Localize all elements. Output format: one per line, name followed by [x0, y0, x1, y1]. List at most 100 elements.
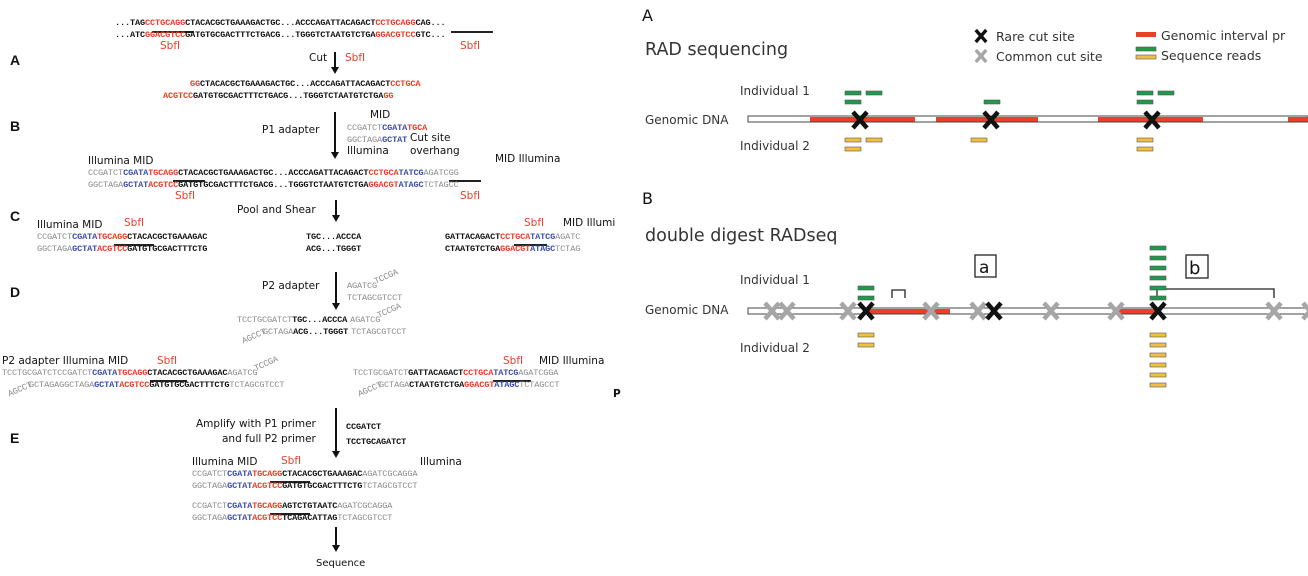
sequence-read: [865, 90, 883, 96]
common-cut-site-icon: [974, 48, 988, 64]
p1-adapter-bottom-strand: GGCTAGAGCTAT: [347, 135, 408, 145]
illumina-label: Illumina: [420, 456, 462, 468]
rad-vs-ddrad-diagram: A RAD sequencing Rare cut site Common cu…: [642, 6, 1308, 388]
genomic-seq-top-strand: ...TAGCCTGCAGGCTACACGCTGAAAGACTGC...ACCC…: [115, 18, 446, 28]
down-arrow-icon: [332, 272, 339, 310]
sequence-read: [1149, 352, 1167, 358]
sbfi-site-underline: [449, 180, 481, 182]
product-left-top-strand: TCCTGCGATCTCCGATCTCGATATGCAGGCTACACGCTGA…: [2, 354, 281, 378]
mid-illumina-label: MID Illumina: [495, 153, 561, 165]
down-arrow-icon: [331, 52, 338, 74]
step-cut-label: Cut: [309, 52, 328, 64]
sequence-read: [1136, 137, 1154, 143]
sbfi-label: SbfI: [281, 455, 302, 467]
sequence-read: [844, 99, 862, 105]
panel-label-b: B: [642, 189, 653, 208]
sequence-read: [844, 90, 862, 96]
amplify-label-line2: and full P2 primer: [222, 433, 316, 445]
p2-illumina-mid-label: P2 adapter Illumina MID: [2, 355, 129, 367]
amplicon2-top-strand: CCGATCTCGATATGCAGGAGTCTGTAATCAGATCGCAGGA: [192, 501, 393, 511]
cut-site-label: Cut site: [410, 132, 451, 144]
genomic-seq-bottom-strand: ...ATCGGACGTCCGATGTGCGACTTTCTGACG...TGGG…: [115, 30, 446, 40]
p2-adapter-bottom-strand: TCTAGCGTCCT: [347, 293, 403, 303]
step-pool-shear-label: Pool and Shear: [237, 204, 316, 216]
sbfi-label: SbfI: [160, 40, 181, 52]
dna-strand: [747, 307, 1308, 315]
sbfi-label: SbfI: [503, 355, 524, 367]
panel-label-b: B: [10, 118, 21, 134]
ligated-bottom-strand: GGCTAGAGCTATACGTCCGATGTGCGACTTTCTGACG...…: [88, 180, 459, 190]
p1-primer: CCGATCT: [346, 422, 382, 432]
mid-illumina-label: MID Illumi: [563, 217, 616, 229]
sequence-read: [1149, 275, 1167, 281]
sbfi-site-underline: [173, 180, 205, 182]
product-right-bottom-strand: AGCCTGCTAGACTAATGTCTGAGGACGTATAGCTCTAGCC…: [356, 379, 560, 400]
sbfi-label: SbfI: [124, 217, 145, 229]
down-arrow-icon: [332, 200, 339, 222]
box-b-label: b: [1189, 258, 1200, 279]
sequence-read: [857, 342, 875, 348]
sequence-read: [1149, 342, 1167, 348]
sheared-right-bottom-strand: CTAATGTCTGAGGACGTATAGCTCTAG: [445, 244, 581, 254]
legend: Rare cut site Common cut site Genomic in…: [974, 28, 1286, 64]
rad-genomic-dna: [747, 115, 1308, 123]
product-left-bottom-strand: AGCCTGCTAGAGGCTAGAGCTATACGTCCGATGTGCGACT…: [6, 379, 285, 400]
sbfi-label: SbfI: [345, 52, 366, 64]
down-arrow-icon: [332, 408, 339, 458]
box-a: [974, 254, 997, 278]
sequence-read: [1149, 265, 1167, 271]
box-b: [1185, 254, 1209, 279]
individual-1-label: Individual 1: [740, 273, 810, 287]
sequence-read: [983, 99, 1001, 105]
illumina-mid-label: Illumina MID: [88, 155, 154, 167]
sequence-read: [1149, 245, 1167, 251]
sheared-middle-top-strand: TGC...ACCCA: [306, 232, 362, 242]
sbfi-site-underline: [270, 513, 310, 515]
genomic-dna-label: Genomic DNA: [645, 303, 729, 317]
amplicon1-top-strand: CCGATCTCGATATGCAGGCTACACGCTGAAAGACAGATCG…: [192, 469, 418, 479]
box-a-label: a: [979, 258, 989, 278]
sbfi-site-underline: [514, 244, 547, 246]
rad-cut-sites: [844, 90, 1175, 152]
sequence-read: [1149, 255, 1167, 261]
sequence-read: [1149, 382, 1167, 388]
illumina-label: Illumina: [347, 145, 389, 157]
sequence-read: [1136, 99, 1154, 105]
ddrad-genomic-dna: [747, 307, 1308, 315]
sbfi-site-underline: [150, 380, 187, 382]
sbfi-label: SbfI: [175, 190, 196, 202]
sequence-read: [1149, 372, 1167, 378]
sbfi-label: SbfI: [460, 40, 481, 52]
ligated-top-strand: CCGATCTCGATATGCAGGCTACACGCTGAAAGACTGC...…: [88, 168, 459, 178]
sequence-read: [970, 137, 988, 143]
sequence-read: [1149, 295, 1167, 301]
panel-label-a: A: [10, 52, 21, 68]
bracket-a-line: [891, 289, 906, 298]
sequence-read: [1149, 332, 1167, 338]
sbfi-label: SbfI: [524, 217, 545, 229]
sheared-left-top-strand: CCGATCTCGATATGCAGGCTACACGCTGAAAGAC: [37, 232, 208, 242]
genomic-interval: [1288, 117, 1308, 122]
p2-primer: TCCTGCAGATCT: [346, 437, 407, 447]
individual-1-label: Individual 1: [740, 84, 810, 98]
sequence-read: [1149, 362, 1167, 368]
genomic-interval: [865, 309, 950, 314]
overhang-label: overhang: [410, 145, 460, 157]
step-p2-adapter-label: P2 adapter: [262, 280, 320, 292]
sbfi-site-underline: [152, 31, 194, 33]
bracket-b-line: [1156, 288, 1275, 298]
sequence-read: [857, 332, 875, 338]
down-arrow-icon: [332, 527, 339, 552]
genomic-interval: [1116, 309, 1156, 314]
read-swatch-yellow: [1135, 54, 1157, 60]
sequence-read: [844, 137, 862, 143]
sheared-left-bottom-strand: GGCTAGAGCTATACGTCCGATGTGCGACTTTCTG: [37, 244, 208, 254]
panel-label-d: D: [10, 284, 21, 300]
individual-2-label: Individual 2: [740, 341, 810, 355]
sequence-read: [857, 285, 875, 291]
sheared-right-top-strand: GATTACAGACTCCTGCATATCGAGATC: [445, 232, 581, 242]
panel-label-c: C: [10, 208, 21, 224]
sbfi-site-underline: [493, 380, 531, 382]
